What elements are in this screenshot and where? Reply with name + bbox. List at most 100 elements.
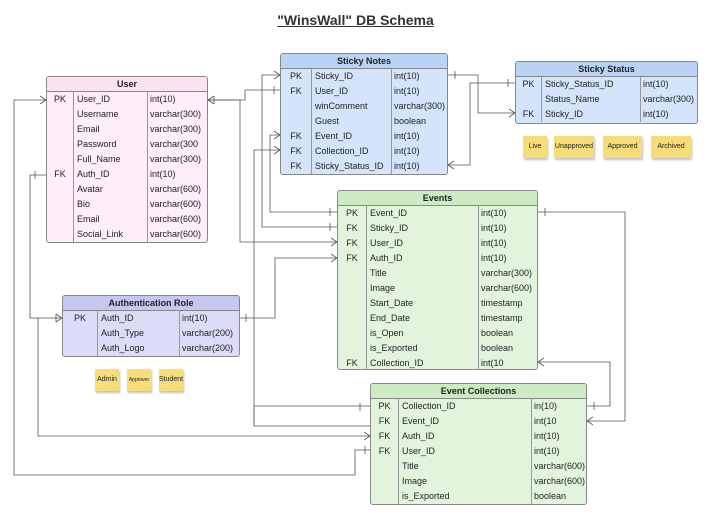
sticky-notes-table-header: Sticky Notes — [281, 54, 447, 69]
type-cell: varchar(200) — [179, 326, 239, 341]
type-cell: int(10) — [478, 251, 537, 266]
field-cell: is_Exported — [366, 341, 478, 356]
field-cell: Bio — [73, 197, 147, 212]
type-cell: varchar(200) — [179, 341, 239, 356]
field-cell: Sticky_Status_ID — [541, 77, 640, 92]
type-cell: timestamp — [478, 296, 537, 311]
field-cell: is_Open — [366, 326, 478, 341]
type-cell: varchar(600) — [478, 281, 537, 296]
key-cell — [47, 212, 73, 227]
type-cell: int(10) — [531, 444, 586, 459]
type-cell: timestamp — [478, 311, 537, 326]
field-cell: Auth_ID — [366, 251, 478, 266]
key-cell — [338, 326, 366, 341]
type-cell: int(10 — [531, 414, 586, 429]
field-cell: Start_Date — [366, 296, 478, 311]
key-cell: PK — [73, 313, 86, 323]
type-cell: int(10) — [531, 429, 586, 444]
role-note-student: Student — [159, 369, 183, 391]
field-cell: Auth_Logo — [97, 341, 179, 356]
key-cell — [281, 99, 311, 114]
key-cell — [371, 474, 398, 489]
type-cell: varchar(300) — [147, 122, 207, 137]
field-cell: is_Exported — [398, 489, 531, 504]
key-cell — [47, 197, 73, 212]
key-cell — [338, 341, 366, 356]
type-cell: int(10) — [179, 311, 239, 326]
key-cell — [516, 92, 541, 107]
field-cell: Title — [398, 459, 531, 474]
key-cell: PK — [378, 401, 391, 411]
type-cell: boolean — [391, 114, 447, 129]
key-cell: FK — [290, 86, 302, 96]
field-cell: User_ID — [73, 92, 147, 107]
diagram-title: "WinsWall" DB Schema — [277, 12, 434, 28]
key-cell — [63, 326, 97, 341]
key-cell — [47, 107, 73, 122]
field-cell: Event_ID — [311, 129, 391, 144]
type-cell: varchar(600) — [147, 182, 207, 197]
field-cell: User_ID — [311, 84, 391, 99]
field-cell: Sticky_ID — [366, 221, 478, 236]
type-cell: int(10) — [391, 144, 447, 159]
field-cell: Full_Name — [73, 152, 147, 167]
role-note-approver: Approver — [127, 369, 151, 391]
field-cell: Image — [366, 281, 478, 296]
status-note-approved: Approved — [603, 136, 642, 158]
type-cell: varchar(600) — [531, 459, 586, 474]
type-cell: varchar(600) — [147, 212, 207, 227]
field-cell: Guest — [311, 114, 391, 129]
key-cell: PK — [289, 71, 302, 81]
type-cell: varchar(600) — [147, 227, 207, 242]
field-cell: Sticky_ID — [541, 107, 640, 122]
type-cell: varchar(300) — [147, 152, 207, 167]
field-cell: Collection_ID — [398, 399, 531, 414]
type-cell: int(10 — [478, 356, 537, 369]
type-cell: int(10) — [478, 236, 537, 251]
key-cell: FK — [346, 358, 358, 368]
field-cell: Auth_ID — [398, 429, 531, 444]
field-cell: Auth_ID — [73, 167, 147, 182]
key-cell: FK — [378, 431, 391, 441]
key-cell: PK — [53, 94, 66, 104]
field-cell: Password — [73, 137, 147, 152]
status-note-unapproved: Unapproved — [554, 136, 594, 158]
key-cell — [47, 182, 73, 197]
key-cell: FK — [54, 169, 66, 179]
field-cell: Sticky_Status_ID — [311, 159, 391, 174]
field-cell: Collection_ID — [311, 144, 391, 159]
